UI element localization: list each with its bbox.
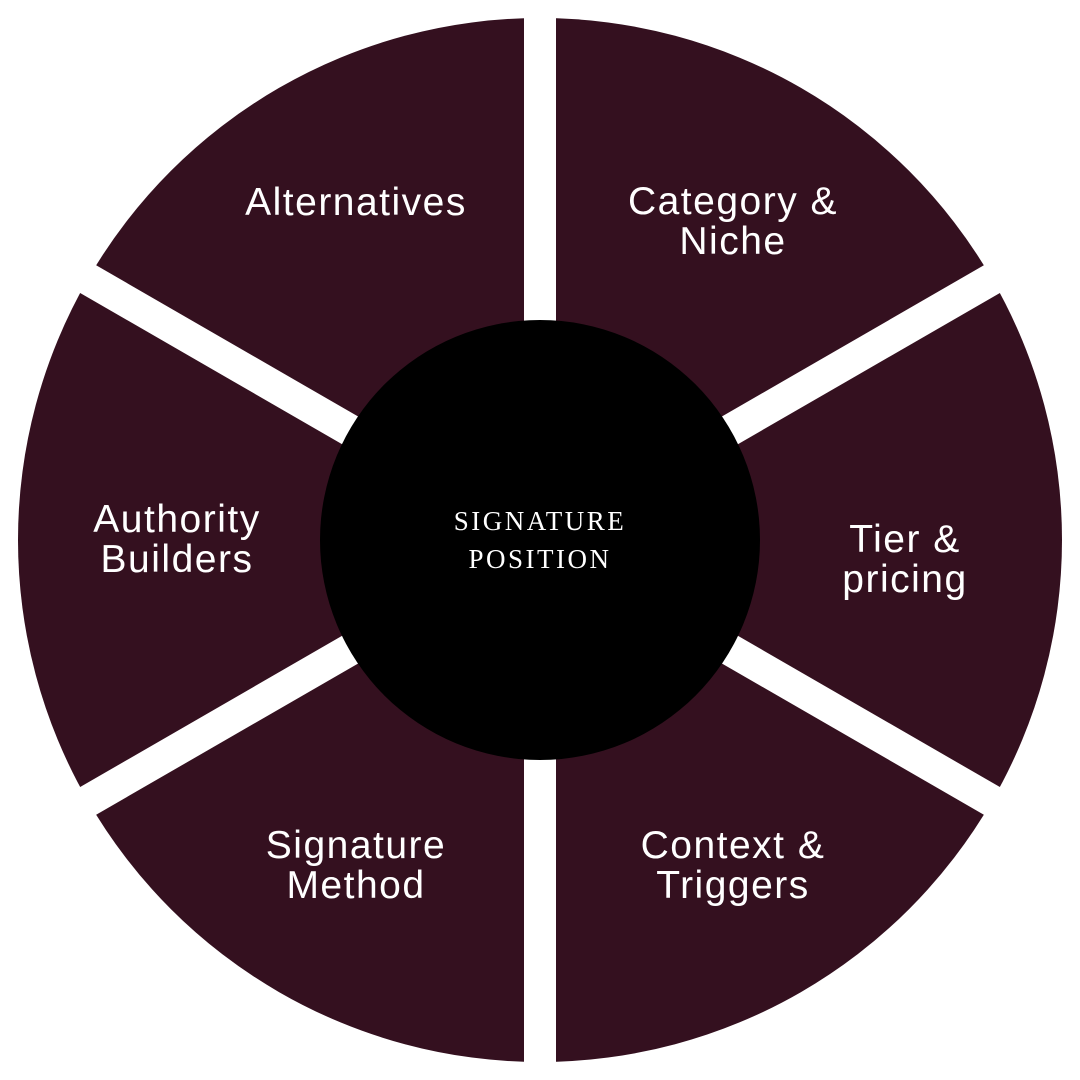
segment-tier-pricing: Tier &pricing bbox=[842, 518, 968, 601]
center-label: SIGNATURE POSITION bbox=[453, 506, 627, 574]
segment-shape-2 bbox=[540, 279, 1062, 801]
segment-shape-5 bbox=[17, 279, 540, 801]
segment-alternatives: Alternatives bbox=[245, 181, 467, 224]
center-circle bbox=[320, 320, 760, 760]
segment-category-niche: Category &Niche bbox=[627, 180, 839, 263]
segment-context-triggers: Context &Triggers bbox=[640, 824, 826, 907]
